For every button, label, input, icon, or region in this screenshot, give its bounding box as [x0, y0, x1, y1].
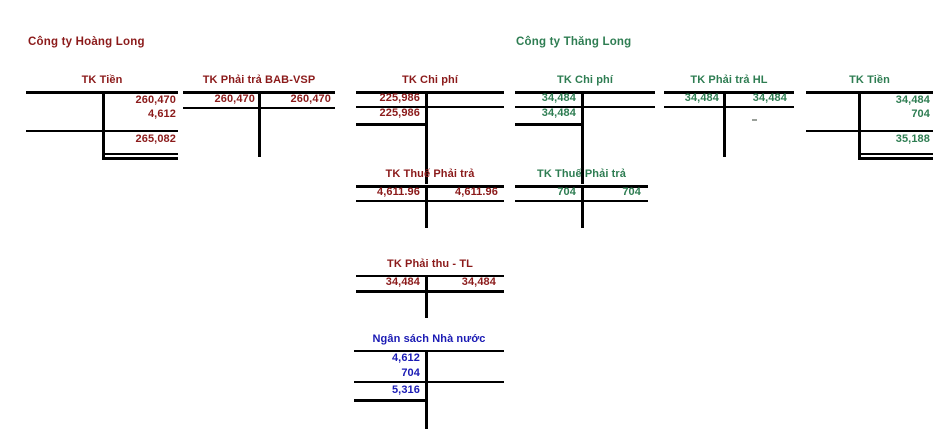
t-center-stem [581, 185, 584, 228]
t-subtotal-rule [26, 130, 178, 132]
t-account-title: TK Tiền [849, 74, 890, 86]
t-center-stem [425, 91, 428, 184]
t-account-tk-chi-phi-hl: TK Chi phí 225,986 225,986 [356, 74, 504, 184]
t-amount-credit: 34,484 [895, 94, 930, 106]
t-under-rule [664, 106, 794, 108]
t-closing-rule-2 [102, 157, 178, 160]
t-top-rule [356, 185, 504, 188]
t-account-title: TK Phải trả BAB-VSP [202, 74, 316, 86]
t-account-title: TK Phải thu - TL [387, 258, 473, 270]
t-amount-credit: 260,470 [290, 93, 331, 105]
t-amount-credit: 4,612 [147, 108, 176, 120]
t-account-title: TK Tiền [81, 74, 123, 86]
t-amount-debit: 34,484 [385, 276, 420, 288]
t-account-title: TK Thuế Phải trả [385, 168, 475, 180]
stray-mark [752, 119, 757, 121]
t-top-rule [356, 275, 504, 277]
t-closing-rule-1 [858, 153, 933, 155]
t-amount-debit: 260,470 [214, 93, 255, 105]
t-closing-rule [356, 123, 425, 126]
t-under-rule [356, 200, 504, 202]
t-center-stem [102, 91, 105, 157]
t-account-tk-chi-phi-tl: TK Chi phí 34,484 34,484 [515, 74, 655, 184]
t-amount-credit: 260,470 [135, 94, 176, 106]
t-amount-debit: 704 [401, 367, 420, 379]
t-amount-credit-total: 35,188 [895, 133, 930, 145]
t-amount-debit-total: 225,986 [379, 107, 420, 119]
t-top-rule [515, 91, 655, 94]
t-amount-debit-total: 34,484 [541, 107, 576, 119]
t-account-tk-thue-phai-tra-hl: TK Thuế Phải trả 4,611.96 4,611.96 [356, 168, 504, 230]
t-closing-rule [354, 399, 425, 402]
t-amount-debit: 34,484 [684, 92, 719, 104]
t-mid-rule [515, 106, 655, 108]
t-under-rule [183, 107, 335, 109]
t-account-title: TK Phải trả HL [690, 74, 768, 86]
t-center-stem [258, 91, 261, 157]
t-account-tk-phai-tra-hl: TK Phải trả HL 34,484 34,484 [664, 74, 794, 160]
t-amount-credit: 4,611.96 [454, 186, 498, 198]
t-center-stem [425, 185, 428, 228]
t-amount-debit: 34,484 [541, 92, 576, 104]
t-account-title: TK Chi phí [402, 74, 458, 86]
t-top-rule [806, 91, 933, 94]
t-closing-rule-1 [102, 153, 178, 155]
t-amount-debit: 704 [557, 186, 576, 198]
company-heading-hoang-long: Công ty Hoàng Long [28, 36, 145, 48]
t-amount-credit: 704 [622, 186, 641, 198]
t-under-rule [515, 200, 648, 202]
t-top-rule [354, 350, 504, 352]
t-subtotal-rule [354, 381, 504, 383]
t-top-rule [356, 91, 504, 94]
t-center-stem [425, 275, 428, 318]
t-amount-credit: 704 [911, 108, 930, 120]
t-center-stem [723, 91, 726, 157]
t-top-rule [664, 91, 794, 94]
t-amount-credit: 34,484 [752, 92, 787, 104]
t-account-tk-tien-tl: TK Tiền 34,484 704 35,188 [806, 74, 933, 160]
t-account-title: TK Thuế Phải trả [537, 168, 626, 180]
t-mid-rule [356, 106, 504, 108]
t-amount-debit-total: 5,316 [391, 384, 420, 396]
t-closing-rule [515, 123, 581, 126]
t-amount-credit-total: 265,082 [135, 133, 176, 145]
company-heading-thang-long: Công ty Thăng Long [516, 36, 632, 48]
t-account-tk-phai-thu-tl: TK Phải thu - TL 34,484 34,484 [356, 258, 504, 320]
t-account-tk-phai-tra-bab-vsp: TK Phải trả BAB-VSP 260,470 260,470 [183, 74, 335, 160]
t-amount-debit: 4,611.96 [376, 186, 420, 198]
t-amount-credit: 34,484 [461, 276, 496, 288]
t-amount-debit: 4,612 [391, 352, 420, 364]
t-closing-rule-2 [858, 157, 933, 160]
t-subtotal-rule [806, 130, 933, 132]
t-account-tk-tien-hl: TK Tiền 260,470 4,612 265,082 [26, 74, 178, 160]
t-center-stem [858, 91, 861, 157]
t-account-tk-thue-phai-tra-tl: TK Thuế Phải trả 704 704 [515, 168, 648, 230]
t-account-title: TK Chi phí [557, 74, 613, 86]
t-center-stem [581, 91, 584, 184]
t-amount-debit: 225,986 [379, 92, 420, 104]
t-account-title: Ngân sách Nhà nước [372, 333, 486, 345]
t-account-ngan-sach-nha-nuoc: Ngân sách Nhà nước 4,612 704 5,316 [354, 333, 504, 429]
t-under-rule [356, 290, 504, 293]
t-center-stem [425, 350, 428, 429]
